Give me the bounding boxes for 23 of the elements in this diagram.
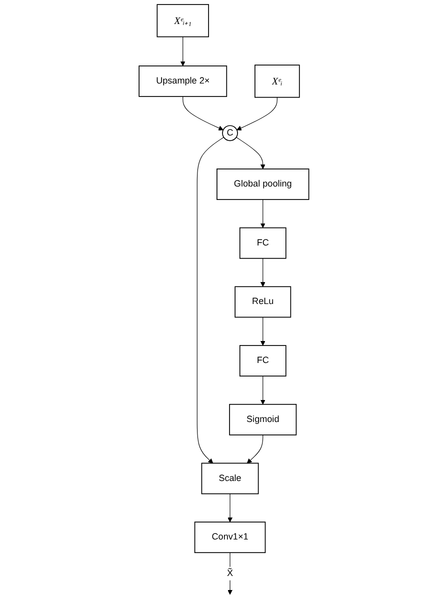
node-box: FC bbox=[238, 227, 286, 259]
arrow bbox=[236, 137, 265, 170]
node-box: Upsample 2× bbox=[138, 66, 227, 97]
node-box: Sigmoid bbox=[228, 404, 296, 436]
arrow bbox=[227, 493, 232, 522]
arrow bbox=[260, 376, 265, 405]
arrow bbox=[260, 316, 265, 346]
node-box: Conv1×1 bbox=[194, 522, 266, 554]
arrow bbox=[196, 137, 224, 464]
arrow bbox=[236, 97, 277, 130]
node-box: Global pooling bbox=[216, 168, 309, 200]
node-box: Xᵉᵢ bbox=[254, 64, 300, 98]
node-box: Scale bbox=[200, 462, 258, 494]
arrow bbox=[260, 258, 265, 287]
node-circle: C bbox=[222, 125, 238, 142]
node-box: ReLu bbox=[234, 286, 291, 318]
arrow bbox=[246, 434, 263, 464]
node-box: FC bbox=[238, 345, 286, 376]
edge-label: X̃ bbox=[226, 568, 233, 578]
arrow bbox=[260, 199, 265, 228]
node-box: Xᵉᵢ₊₁ bbox=[156, 4, 209, 38]
arrow bbox=[182, 96, 223, 130]
arrow bbox=[180, 36, 185, 66]
